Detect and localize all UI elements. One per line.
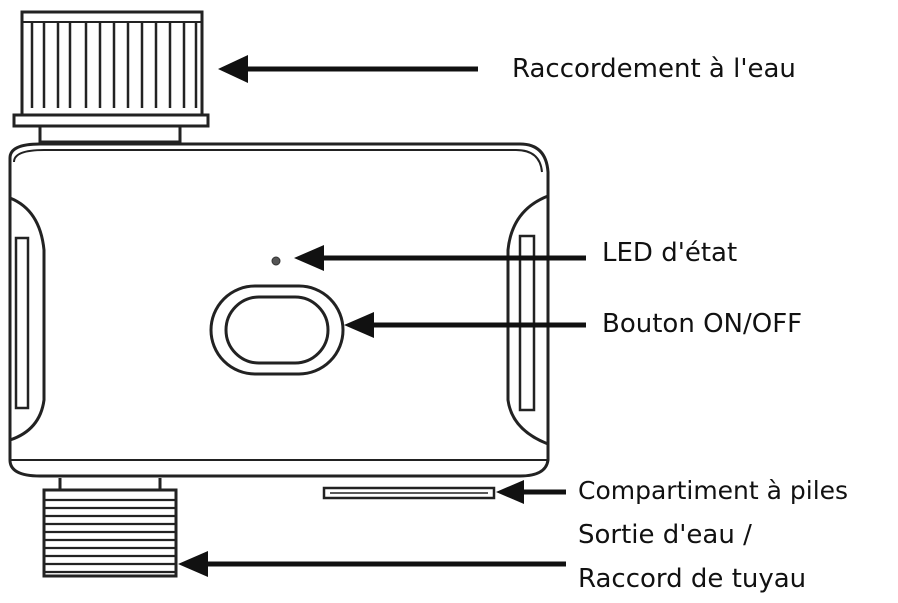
battery-compartment — [322, 486, 496, 500]
label-status-led: LED d'état — [602, 238, 738, 268]
label-water-connection: Raccordement à l'eau — [512, 54, 796, 84]
callout-arrows — [178, 55, 586, 577]
on-off-button — [209, 284, 345, 376]
water-outlet-thread — [42, 478, 178, 578]
label-on-off-button: Bouton ON/OFF — [602, 309, 803, 339]
water-connection-nut — [12, 10, 210, 144]
status-led — [271, 256, 281, 266]
label-battery-compartment: Compartiment à piles — [578, 476, 849, 505]
label-water-outlet-line1: Sortie d'eau / — [578, 520, 752, 550]
label-water-outlet-line2: Raccord de tuyau — [578, 564, 807, 594]
